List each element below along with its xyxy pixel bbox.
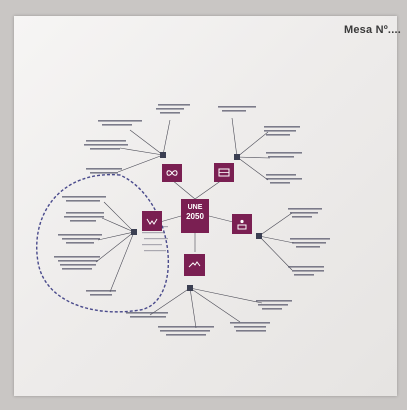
illegible-notes xyxy=(54,104,330,336)
tile-top-left xyxy=(162,164,182,182)
center-tile-line1: UNE xyxy=(187,204,203,211)
center-tile-line2: 2050 xyxy=(186,212,204,221)
tile-right xyxy=(232,214,252,234)
table-number-label: Mesa Nº.... xyxy=(344,24,401,36)
tile-bottom xyxy=(184,254,205,276)
tile-left xyxy=(142,211,162,231)
node-markers xyxy=(131,152,262,291)
center-tile-une-2050: UNE 2050 xyxy=(181,199,209,233)
infinity-icon xyxy=(166,170,178,176)
person-podium-icon xyxy=(237,219,247,229)
connector-lines xyxy=(95,117,295,329)
book-icon xyxy=(218,168,230,177)
wave-hands-icon xyxy=(146,218,158,225)
hand-drawn-circle xyxy=(36,174,169,313)
tile-top-right xyxy=(214,163,234,182)
handshake-icon xyxy=(188,261,201,268)
